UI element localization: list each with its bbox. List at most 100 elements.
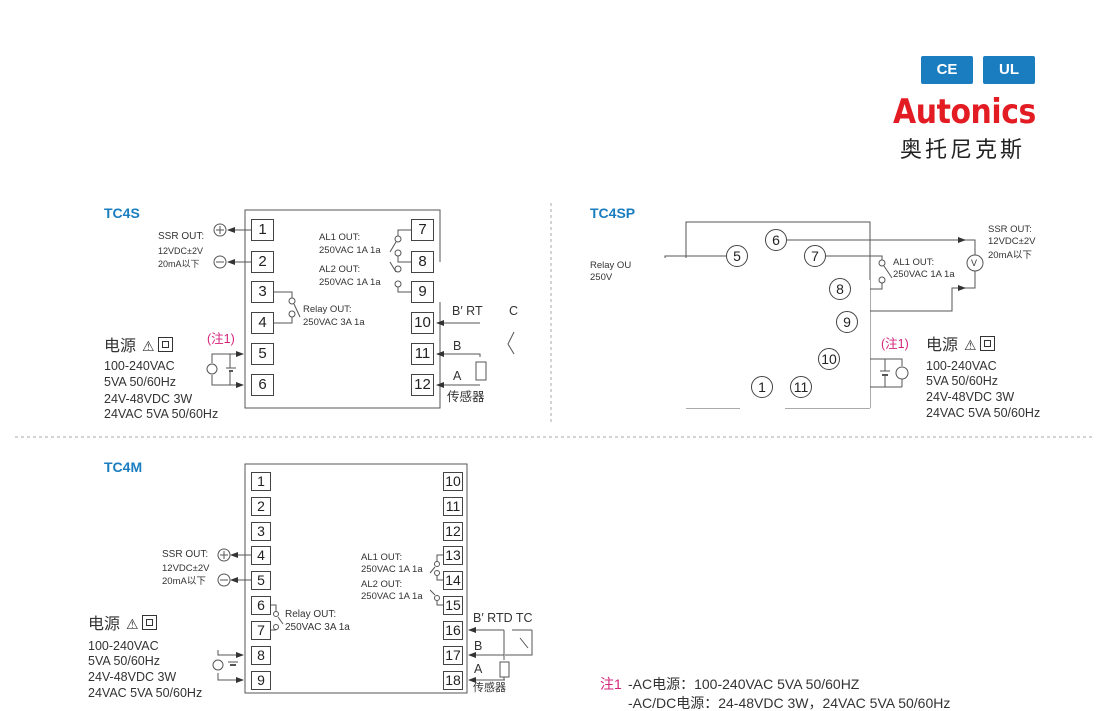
tc4m-ssr-voltage: 12VDC±2V — [162, 563, 210, 574]
terminal: 10 — [411, 312, 434, 334]
tc4s-ssr-current: 20mA以下 — [158, 259, 200, 269]
power-title-text: 电源 — [104, 338, 137, 355]
tc4s-sensor-b: B — [453, 339, 462, 353]
tc4m-sensor-label: 传感器 — [473, 682, 506, 694]
tc4s-al2-label: AL2 OUT: — [319, 264, 361, 275]
tc4m-relay-rating: 250VAC 3A 1a — [285, 622, 350, 633]
autonics-logo-chinese: 奥托尼克斯 — [900, 137, 1026, 162]
warning-icon: ⚠ — [126, 616, 139, 632]
tc4sp-title: TC4SP — [590, 205, 636, 221]
tc4s-power-line: 24VAC 5VA 50/60Hz — [104, 407, 219, 421]
tc4sp-note-ref: (注1) — [881, 337, 909, 351]
tc4s-sensor-label: 传感器 — [447, 390, 485, 404]
tc4sp-power-line: 24VAC 5VA 50/60Hz — [926, 406, 1041, 420]
terminal: 10 — [818, 348, 840, 370]
tc4s-al1-rating: 250VAC 1A 1a — [319, 245, 381, 256]
terminal: 12 — [443, 522, 463, 541]
terminal: 7 — [411, 219, 434, 241]
tc4s-power-title: 电源 ⚠ — [104, 337, 173, 356]
tc4m-ssr-label: SSR OUT: — [162, 549, 209, 560]
terminal: 7 — [804, 245, 826, 267]
tc4s-ssr-label: SSR OUT: — [158, 231, 205, 242]
terminal: 4 — [251, 312, 274, 334]
tc4sp-power-line: 100-240VAC — [926, 359, 997, 373]
tc4sp-voltmeter-icon: V — [971, 258, 978, 268]
tc4m-power-line: 24VAC 5VA 50/60Hz — [88, 686, 203, 700]
note-line: -AC电源：100-240VAC 5VA 50/60HZ — [628, 676, 860, 692]
terminal: 5 — [251, 571, 271, 590]
tc4m-sensor-a: A — [474, 662, 483, 676]
tc4m-al2-rating: 250VAC 1A 1a — [361, 591, 423, 602]
ce-certification-badge: CE — [921, 56, 973, 84]
tc4s-sensor-bprime-rtd: B′ RT — [452, 304, 483, 318]
tc4s-power-line: 100-240VAC — [104, 359, 175, 373]
tc4m-power-line: 5VA 50/60Hz — [88, 654, 161, 668]
terminal: 2 — [251, 497, 271, 516]
tc4m-title: TC4M — [104, 459, 143, 475]
terminal: 10 — [443, 472, 463, 491]
tc4s-title: TC4S — [104, 205, 140, 221]
tc4s-sensor-a: A — [453, 369, 462, 383]
tc4m-power-line: 100-240VAC — [88, 639, 159, 653]
tc4m-ssr-current: 20mA以下 — [162, 576, 206, 587]
tc4s-ssr-voltage: 12VDC±2V — [158, 246, 203, 256]
tc4m-sensor-b: B — [474, 639, 483, 653]
tc4sp-relay-rating-fragment: 250V — [590, 272, 613, 283]
terminal: 6 — [765, 229, 787, 251]
terminal: 8 — [829, 278, 851, 300]
terminal: 1 — [251, 472, 271, 491]
tc4sp-al1-rating: 250VAC 1A 1a — [893, 269, 955, 280]
terminal: 8 — [251, 646, 271, 665]
tc4m-power-title: 电源 ⚠ — [88, 615, 157, 634]
terminal: 1 — [251, 219, 274, 241]
terminal: 11 — [411, 343, 434, 365]
tc4sp-power-line: 24V-48VDC 3W — [926, 390, 1015, 404]
tc4s-power-line: 24V-48VDC 3W — [104, 392, 193, 406]
note-line: -AC/DC电源：24-48VDC 3W，24VAC 5VA 50/60Hz — [628, 695, 951, 711]
tc4sp-power-title: 电源 ⚠ — [926, 336, 995, 355]
tc4s-al2-rating: 250VAC 1A 1a — [319, 277, 381, 288]
terminal: 6 — [251, 596, 271, 615]
terminal: 5 — [251, 343, 274, 365]
tc4sp-relay-label-fragment: Relay OU — [590, 260, 632, 271]
terminal: 11 — [790, 376, 812, 398]
terminal: 16 — [443, 621, 463, 640]
double-insulation-icon — [979, 336, 995, 351]
terminal: 4 — [251, 546, 271, 565]
tc4m-power-line: 24V-48VDC 3W — [88, 670, 177, 684]
terminal: 12 — [411, 374, 434, 396]
tc4m-al1-rating: 250VAC 1A 1a — [361, 564, 423, 575]
terminal: 3 — [251, 281, 274, 303]
ul-certification-badge: UL — [983, 56, 1035, 84]
terminal: 1 — [751, 376, 773, 398]
note-ref: 注1 — [600, 676, 622, 692]
tc4sp-ssr-label: SSR OUT: — [988, 224, 1032, 235]
terminal: 3 — [251, 522, 271, 541]
terminal: 9 — [251, 671, 271, 690]
warning-icon: ⚠ — [142, 338, 155, 354]
double-insulation-icon — [141, 615, 157, 630]
tc4m-al1-label: AL1 OUT: — [361, 552, 403, 563]
terminal: 8 — [411, 251, 434, 273]
tc4m-al2-label: AL2 OUT: — [361, 579, 403, 590]
terminal: 17 — [443, 646, 463, 665]
power-title-text: 电源 — [88, 616, 121, 633]
tc4m-sensor-header: B′ RTD TC — [473, 611, 533, 625]
power-title-text: 电源 — [926, 337, 959, 354]
terminal: 9 — [836, 311, 858, 333]
tc4sp-ssr-voltage: 12VDC±2V — [988, 236, 1036, 247]
tc4m-relay-label: Relay OUT: — [285, 609, 337, 620]
terminal: 15 — [443, 596, 463, 615]
occlusion-patch — [686, 268, 706, 408]
terminal: 13 — [443, 546, 463, 565]
terminal: 2 — [251, 251, 274, 273]
terminal: 7 — [251, 621, 271, 640]
warning-icon: ⚠ — [964, 337, 977, 353]
tc4sp-power-line: 5VA 50/60Hz — [926, 374, 999, 388]
double-insulation-icon — [157, 337, 173, 352]
occlusion-patch — [437, 262, 550, 302]
tc4s-power-line: 5VA 50/60Hz — [104, 375, 177, 389]
terminal: 14 — [443, 571, 463, 590]
terminal: 9 — [411, 281, 434, 303]
